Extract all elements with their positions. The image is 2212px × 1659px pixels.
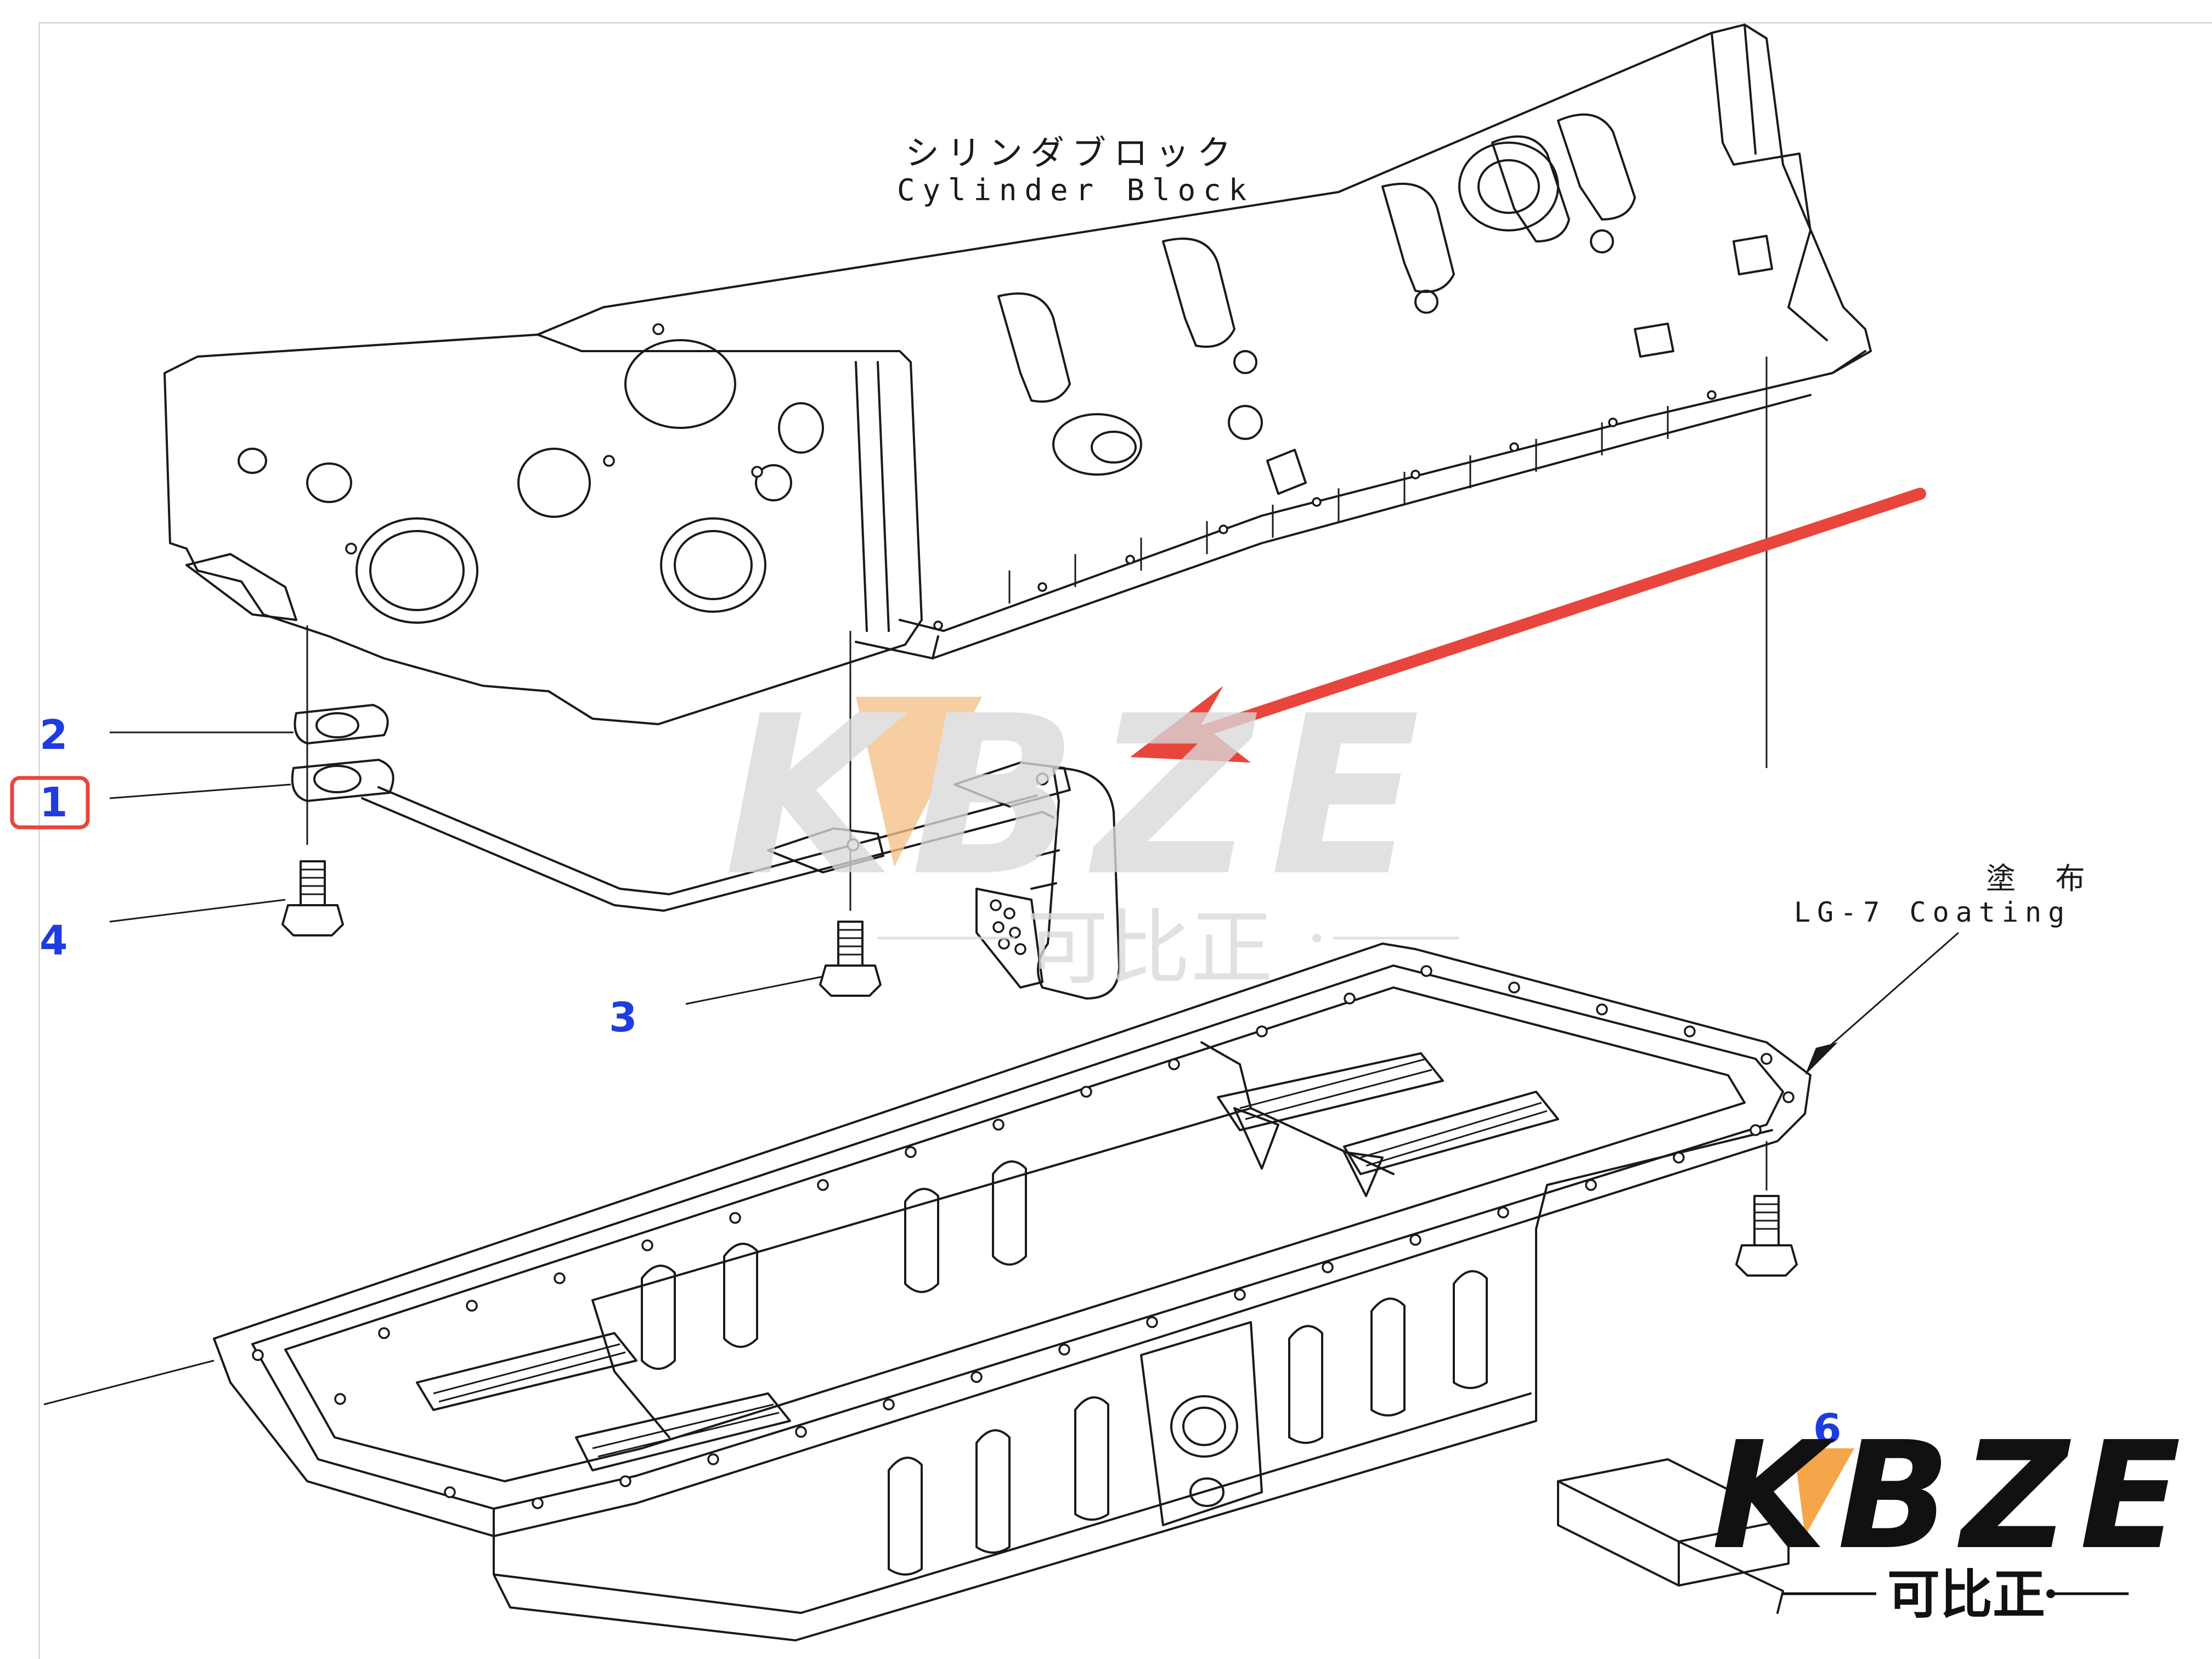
watermark-brand: KBZE [724, 669, 1436, 924]
block-bores [238, 323, 824, 624]
block-flange-holes [933, 390, 1717, 630]
callout-1: 1 [40, 779, 68, 826]
callout-leaders [109, 731, 823, 1005]
cylinder-block-label-jp: シリンダブロック [905, 133, 1239, 173]
logo-brand: KBZE [1712, 1409, 2192, 1582]
diagram-frame [38, 22, 2212, 1659]
logo-brand-cn: 可比正 [1887, 1564, 2045, 1626]
coating-label-en: LG-7 Coating [1794, 896, 2071, 928]
kbze-logo: KBZE 可比正 [1712, 1409, 2192, 1626]
watermark-brand-cn: 可比正 [1026, 901, 1273, 996]
block-side-details [997, 113, 1773, 495]
bolt-part-3 [819, 921, 882, 997]
callout-6: 6 [1813, 1406, 1842, 1453]
coating-label-jp: 塗 布 [1986, 861, 2096, 896]
watermark: KBZE 可比正 [724, 669, 1459, 996]
oil-pipe-part-1 [291, 759, 1120, 1000]
callout-4: 4 [40, 917, 68, 964]
oil-pan [43, 943, 1812, 1641]
bolt-oil-pan [1735, 1195, 1798, 1277]
cylinder-block [163, 24, 1872, 725]
cylinder-block-label-en: Cylinder Block [897, 173, 1254, 207]
callout-2: 2 [40, 712, 68, 759]
coating-leader [1805, 932, 1959, 1075]
gasket-part-2 [294, 704, 389, 744]
oil-pan-ribs [641, 1160, 1488, 1576]
callout-1-highlight-box [10, 776, 90, 830]
oil-pan-flange-holes [252, 965, 1795, 1509]
highlight-arrow [1130, 488, 1926, 763]
callout-3: 3 [609, 994, 637, 1041]
bolt-part-4 [281, 860, 344, 936]
part-6-block [1557, 1448, 1828, 1614]
